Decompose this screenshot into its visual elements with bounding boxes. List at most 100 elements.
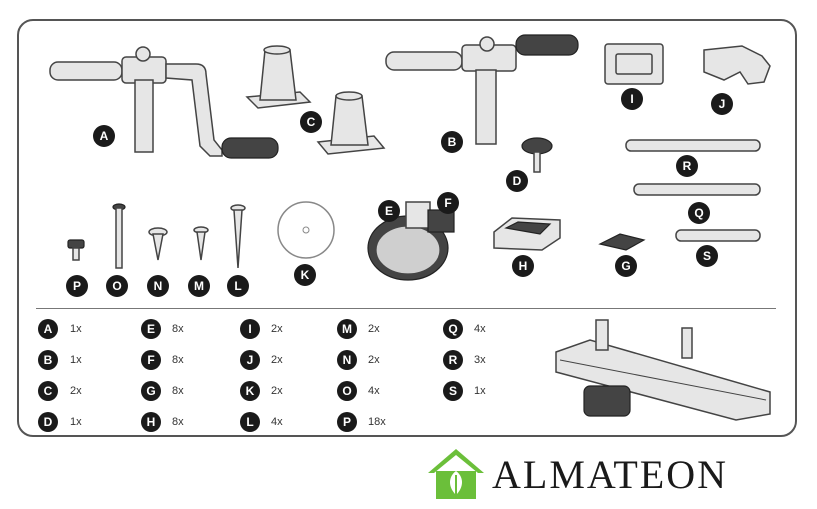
svg-text:K: K — [301, 268, 310, 282]
svg-text:I: I — [248, 322, 251, 336]
part-e-tape-roll — [367, 201, 455, 281]
legend-k-qty: 2x — [271, 385, 283, 397]
part-b-handle — [385, 34, 579, 145]
part-o-long-screw — [112, 203, 126, 269]
legend-c: C — [38, 381, 58, 401]
legend-a-qty: 1x — [70, 323, 82, 335]
svg-text:O: O — [112, 279, 121, 293]
svg-text:L: L — [234, 279, 241, 293]
legend-s: S — [443, 381, 463, 401]
legend-l: L — [240, 412, 260, 432]
part-m-screw — [193, 226, 209, 261]
label-i-badge: I — [621, 88, 643, 110]
label-o-badge: O — [106, 275, 128, 297]
svg-text:Q: Q — [694, 206, 703, 220]
svg-text:D: D — [513, 174, 522, 188]
part-l-screw — [230, 204, 246, 269]
part-s-tube — [675, 229, 761, 242]
legend-e: E — [141, 319, 161, 339]
legend-a: A — [38, 319, 58, 339]
label-e-badge: E — [378, 200, 400, 222]
svg-text:J: J — [247, 353, 254, 367]
svg-text:C: C — [307, 115, 316, 129]
quantity-legend: A 1x B 1x C 2x D 1x E 8x F 8x G 8x H 8x … — [38, 319, 486, 432]
legend-n: N — [337, 350, 357, 370]
label-c-badge: C — [300, 111, 322, 133]
legend-e-qty: 8x — [172, 323, 184, 335]
legend-q: Q — [443, 319, 463, 339]
legend-o: O — [337, 381, 357, 401]
legend-b-qty: 1x — [70, 354, 82, 366]
legend-r-qty: 3x — [474, 354, 486, 366]
svg-text:B: B — [448, 135, 457, 149]
legend-f-qty: 8x — [172, 354, 184, 366]
label-q-badge: Q — [688, 202, 710, 224]
svg-text:I: I — [630, 92, 633, 106]
svg-text:F: F — [444, 196, 451, 210]
svg-text:M: M — [194, 279, 204, 293]
label-l-badge: L — [227, 275, 249, 297]
legend-d-qty: 1x — [70, 416, 82, 428]
svg-text:H: H — [147, 415, 156, 429]
label-n-badge: N — [147, 275, 169, 297]
legend-o-qty: 4x — [368, 385, 380, 397]
legend-n-qty: 2x — [368, 354, 380, 366]
svg-text:K: K — [246, 384, 255, 398]
label-a-badge: A — [93, 125, 115, 147]
legend-i-qty: 2x — [271, 323, 283, 335]
svg-text:R: R — [683, 159, 692, 173]
label-h-badge: H — [512, 255, 534, 277]
label-d-badge: D — [506, 170, 528, 192]
svg-text:L: L — [246, 415, 253, 429]
legend-p: P — [337, 412, 357, 432]
svg-text:S: S — [449, 384, 457, 398]
legend-h-qty: 8x — [172, 416, 184, 428]
part-a-crank-handle — [49, 46, 279, 159]
legend-r: R — [443, 350, 463, 370]
label-k-badge: K — [294, 264, 316, 286]
legend-p-qty: 18x — [368, 416, 386, 428]
legend-s-qty: 1x — [474, 385, 486, 397]
svg-text:G: G — [146, 384, 155, 398]
legend-h: H — [141, 412, 161, 432]
legend-j: J — [240, 350, 260, 370]
legend-l-qty: 4x — [271, 416, 283, 428]
part-j-clamp — [703, 45, 771, 85]
part-i-bracket — [604, 43, 664, 85]
svg-text:C: C — [44, 384, 53, 398]
label-b-badge: B — [441, 131, 463, 153]
label-m-badge: M — [188, 275, 210, 297]
legend-c-qty: 2x — [70, 385, 82, 397]
svg-text:D: D — [44, 415, 53, 429]
svg-text:O: O — [342, 384, 351, 398]
svg-text:P: P — [73, 279, 81, 293]
part-d-knob-screw — [521, 137, 553, 173]
label-g-badge: G — [615, 255, 637, 277]
legend-g-qty: 8x — [172, 385, 184, 397]
brand-logo: ALMATEON — [426, 447, 786, 503]
house-leaf-icon — [428, 449, 484, 499]
svg-text:M: M — [342, 322, 352, 336]
legend-j-qty: 2x — [271, 354, 283, 366]
legend-g: G — [141, 381, 161, 401]
svg-text:E: E — [385, 204, 393, 218]
svg-text:A: A — [44, 322, 53, 336]
part-n-screw — [148, 227, 168, 261]
svg-text:E: E — [147, 322, 155, 336]
section-divider — [36, 308, 776, 309]
svg-text:G: G — [621, 259, 630, 273]
part-c-socket — [245, 45, 386, 155]
part-q-tube — [633, 183, 761, 196]
svg-text:F: F — [147, 353, 154, 367]
svg-text:H: H — [519, 259, 528, 273]
svg-text:A: A — [100, 129, 109, 143]
label-f-badge: F — [437, 192, 459, 214]
svg-text:N: N — [343, 353, 352, 367]
svg-text:N: N — [154, 279, 163, 293]
legend-i: I — [240, 319, 260, 339]
part-k-washer — [277, 201, 335, 259]
svg-text:R: R — [449, 353, 458, 367]
legend-f: F — [141, 350, 161, 370]
brand-name: ALMATEON — [492, 452, 728, 497]
